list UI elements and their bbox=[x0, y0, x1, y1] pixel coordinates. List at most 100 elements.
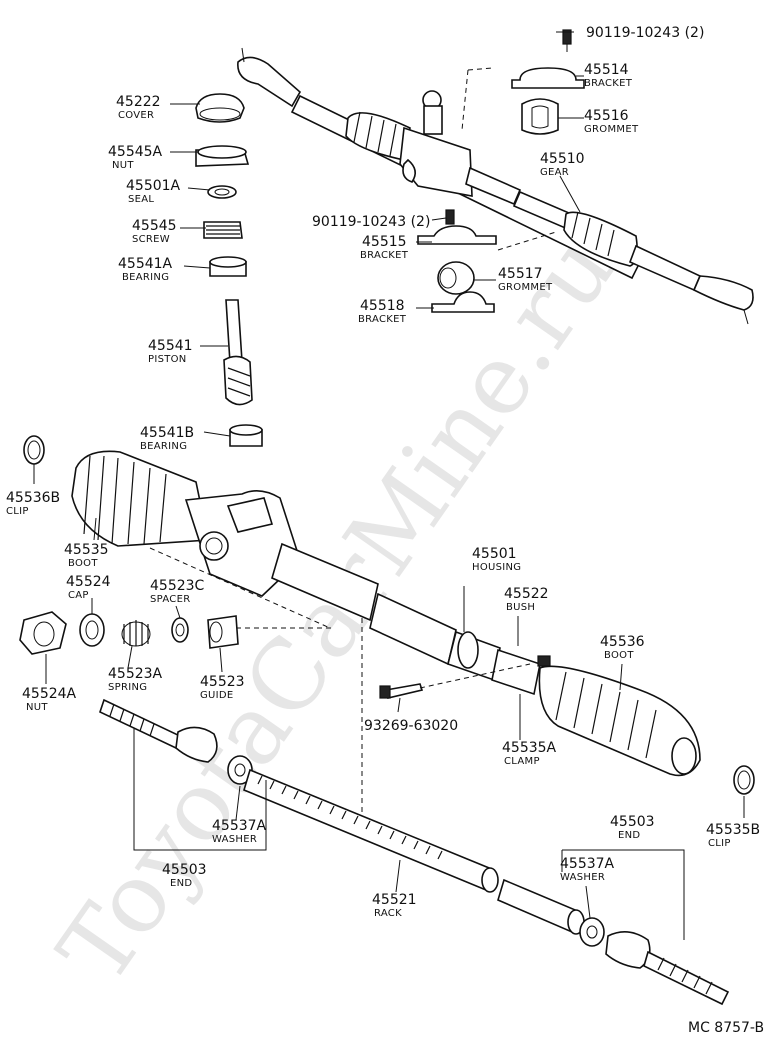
label-45535: 45535 BOOT bbox=[64, 542, 109, 569]
grommet-45516-illustration bbox=[521, 98, 559, 135]
label-45510: 45510 GEAR bbox=[540, 151, 585, 178]
label-45536B: 45536B CLIP bbox=[6, 490, 60, 517]
cover-45222-illustration bbox=[195, 93, 245, 123]
part-name: RACK bbox=[374, 908, 402, 919]
bearing-45541A-illustration bbox=[209, 256, 247, 277]
bracket-45518-illustration bbox=[431, 291, 495, 313]
label-45535A: 45535A CLAMP bbox=[502, 740, 557, 767]
part-number: 45503 bbox=[610, 814, 655, 830]
part-number: 45535A bbox=[502, 740, 557, 756]
part-number: 90119-10243 (2) bbox=[312, 214, 430, 230]
label-45545: 45545 SCREW bbox=[132, 218, 177, 245]
part-name: HOUSING bbox=[472, 562, 521, 573]
part-name: SEAL bbox=[128, 194, 154, 205]
part-name: PISTON bbox=[148, 354, 187, 365]
part-name: CLAMP bbox=[504, 756, 540, 767]
label-45516: 45516 GROMMET bbox=[584, 108, 639, 135]
label-45535B: 45535B CLIP bbox=[706, 822, 760, 849]
label-45501: 45501 HOUSING bbox=[472, 546, 521, 573]
label-45545A: 45545A NUT bbox=[108, 144, 163, 171]
part-number: 45523A bbox=[108, 666, 163, 682]
part-name: BRACKET bbox=[358, 314, 407, 325]
label-45521: 45521 RACK bbox=[372, 892, 417, 919]
bracket-45515-illustration bbox=[417, 209, 497, 245]
watermark: ToyotaCarMine.ru bbox=[37, 214, 636, 1003]
part-number: 45545 bbox=[132, 218, 177, 234]
label-45515: 45515 BRACKET bbox=[360, 234, 408, 261]
spring-45523A-illustration bbox=[121, 620, 151, 647]
part-number: 45510 bbox=[540, 151, 585, 167]
label-45536: 45536 BOOT bbox=[600, 634, 645, 661]
label-45523A: 45523A SPRING bbox=[108, 666, 163, 693]
part-number: 45535 bbox=[64, 542, 109, 558]
part-number: 45541 bbox=[148, 338, 193, 354]
part-name: GROMMET bbox=[584, 124, 639, 135]
seal-45501A-illustration bbox=[207, 185, 237, 199]
part-name: GUIDE bbox=[200, 690, 234, 701]
part-name: WASHER bbox=[560, 872, 605, 883]
part-name: NUT bbox=[26, 702, 48, 713]
label-45222: 45222 COVER bbox=[116, 94, 161, 121]
part-name: CLIP bbox=[708, 838, 731, 849]
label-45518: 45518 BRACKET bbox=[358, 298, 407, 325]
part-name: END bbox=[170, 878, 192, 889]
part-name: WASHER bbox=[212, 834, 257, 845]
rack-45521-illustration bbox=[243, 768, 585, 935]
diagram-code: MC 8757-B bbox=[688, 1020, 764, 1036]
part-name: BEARING bbox=[122, 272, 169, 283]
part-number: 45523C bbox=[150, 578, 205, 594]
part-number: 45541A bbox=[118, 256, 173, 272]
label-90119-top: 90119-10243 (2) bbox=[586, 25, 704, 41]
tie-rod-end-left-illustration bbox=[99, 698, 253, 785]
part-number: 45536B bbox=[6, 490, 60, 506]
part-name: NUT bbox=[112, 160, 134, 171]
label-45523C: 45523C SPACER bbox=[150, 578, 205, 605]
screw-45545-illustration bbox=[203, 221, 243, 239]
cap-45524-illustration bbox=[79, 613, 105, 647]
tie-rod-end-right-illustration bbox=[579, 917, 730, 1006]
part-number: 90119-10243 (2) bbox=[586, 25, 704, 41]
guide-45523-illustration bbox=[207, 615, 239, 649]
part-name: GROMMET bbox=[498, 282, 553, 293]
label-45514: 45514 BRACKET bbox=[584, 62, 633, 89]
label-90119-mid: 90119-10243 (2) bbox=[312, 214, 430, 230]
nut-45524A-illustration bbox=[19, 611, 67, 655]
part-number: 45535B bbox=[706, 822, 760, 838]
part-name: END bbox=[618, 830, 640, 841]
part-name: BEARING bbox=[140, 441, 187, 452]
bracket-45514-illustration bbox=[511, 29, 585, 89]
main-rack-illustration bbox=[23, 435, 755, 812]
part-number: 45518 bbox=[360, 298, 405, 314]
part-number: 45516 bbox=[584, 108, 629, 124]
label-45541A: 45541A BEARING bbox=[118, 256, 173, 283]
part-name: SPACER bbox=[150, 594, 190, 605]
part-number: 45537A bbox=[212, 818, 267, 834]
label-45541: 45541 PISTON bbox=[148, 338, 193, 365]
part-name: BUSH bbox=[506, 602, 535, 613]
part-number: 45521 bbox=[372, 892, 417, 908]
part-number: 45514 bbox=[584, 62, 629, 78]
label-93269: 93269-63020 bbox=[364, 718, 458, 734]
part-number: 93269-63020 bbox=[364, 718, 458, 734]
part-name: GEAR bbox=[540, 167, 569, 178]
part-name: CLIP bbox=[6, 506, 29, 517]
part-name: SPRING bbox=[108, 682, 147, 693]
nut-45545A-illustration bbox=[195, 145, 250, 167]
leader-lines bbox=[33, 31, 745, 940]
label-45541B: 45541B BEARING bbox=[140, 425, 194, 452]
part-number: 45524A bbox=[22, 686, 77, 702]
label-45517: 45517 GROMMET bbox=[498, 266, 553, 293]
part-name: BOOT bbox=[68, 558, 98, 569]
label-45501A: 45501A SEAL bbox=[126, 178, 181, 205]
part-number: 45503 bbox=[162, 862, 207, 878]
part-number: 45536 bbox=[600, 634, 645, 650]
part-number: 45222 bbox=[116, 94, 161, 110]
part-number: 45515 bbox=[362, 234, 407, 250]
part-name: COVER bbox=[118, 110, 154, 121]
part-number: 45524 bbox=[66, 574, 111, 590]
part-number: 45541B bbox=[140, 425, 194, 441]
label-45524A: 45524A NUT bbox=[22, 686, 77, 713]
part-name: SCREW bbox=[132, 234, 170, 245]
part-name: BRACKET bbox=[584, 78, 633, 89]
